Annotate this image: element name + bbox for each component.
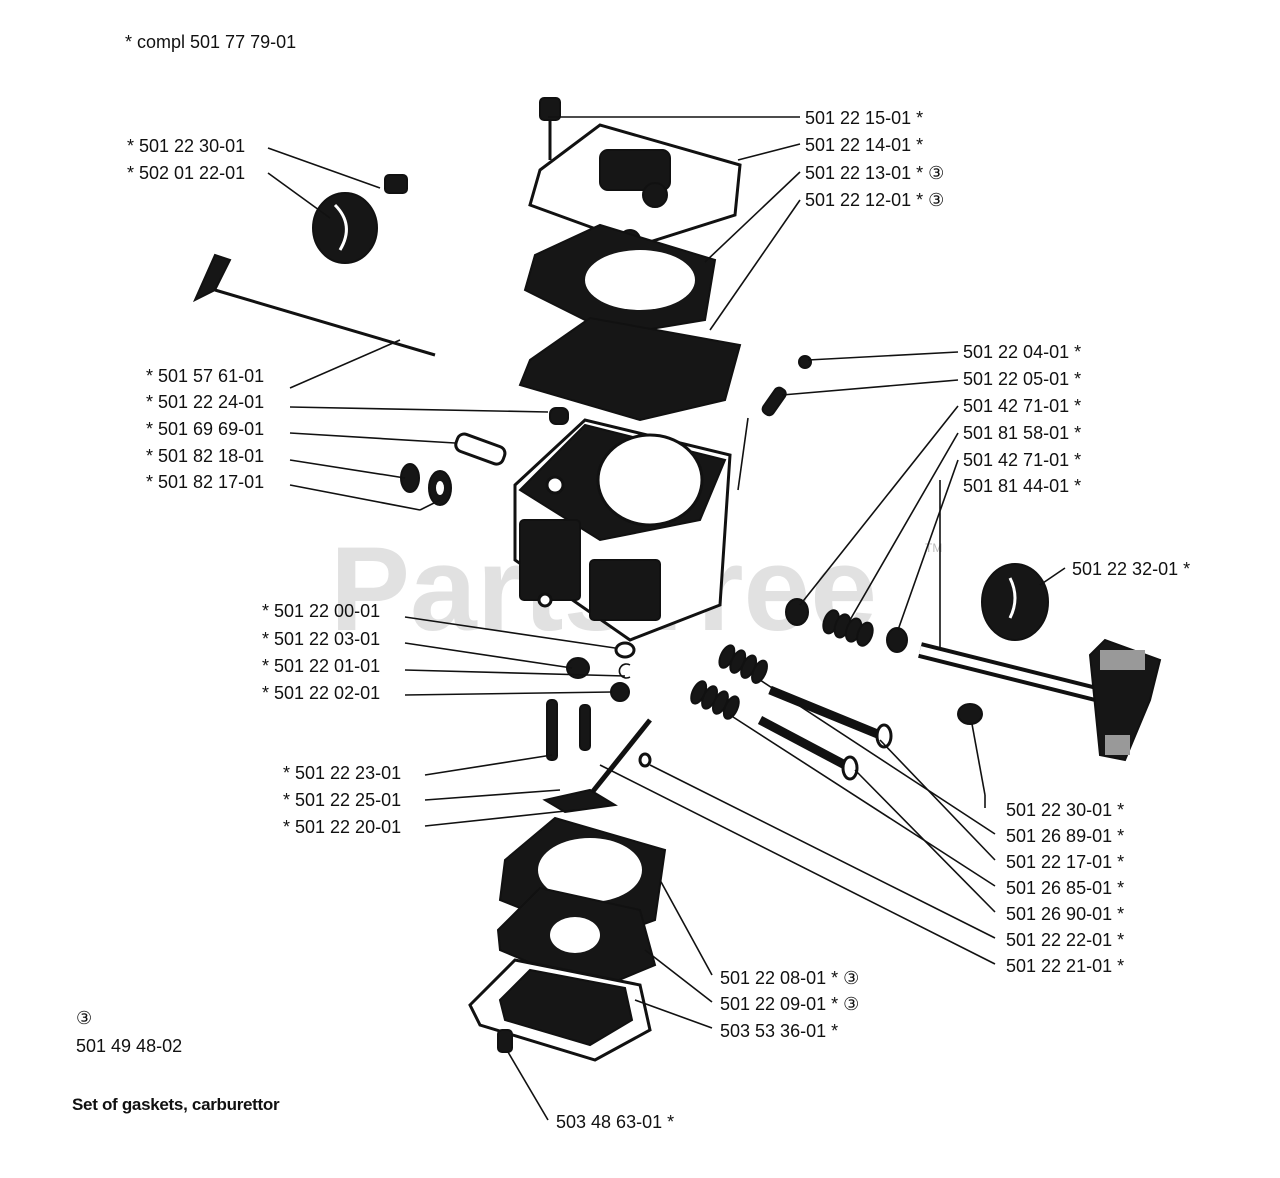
label-nut: * 501 22 02-01 <box>262 683 380 703</box>
label-metering-diaphragm: 501 22 09-01 * ③ <box>720 994 859 1014</box>
label-seal-2: * 501 82 17-01 <box>146 472 264 492</box>
label-spring-b: 501 26 89-01 * <box>1006 826 1124 846</box>
leader-lines <box>267 116 1066 1121</box>
gasket-set-symbol: ③ <box>76 1008 92 1028</box>
label-spring-a: 501 81 58-01 * <box>963 423 1081 443</box>
gasket-set-number: 501 49 48-02 <box>76 1036 182 1056</box>
label-lever-spring: 501 22 21-01 * <box>1006 956 1124 976</box>
label-metering-cover: 503 53 36-01 * <box>720 1021 838 1041</box>
label-clip: * 501 22 01-01 <box>262 656 380 676</box>
label-washer-b: 501 42 71-01 * <box>963 450 1081 470</box>
label-metering-gasket: 501 22 08-01 * ③ <box>720 968 859 988</box>
label-pump-diaphragm: 501 22 13-01 * ③ <box>805 163 944 183</box>
label-choke-shaft: * 501 57 61-01 <box>146 366 264 386</box>
label-throttle-shaft: 501 81 44-01 * <box>963 476 1081 496</box>
gasket-set-title: Set of gaskets, carburettor <box>72 1095 280 1114</box>
label-plug-3: * 501 22 03-01 <box>262 629 380 649</box>
label-spring-c: 501 26 85-01 * <box>1006 878 1124 898</box>
label-washer-a: 501 42 71-01 * <box>963 396 1081 416</box>
label-plug-1: * 501 22 24-01 <box>146 392 264 412</box>
label-needle-h: 501 22 17-01 * <box>1006 852 1124 872</box>
label-pump-cover: 501 22 14-01 * <box>805 135 923 155</box>
part-labels: 501 22 15-01 * 501 22 14-01 * 501 22 13-… <box>127 108 1190 1132</box>
label-choke-screw: * 501 22 30-01 <box>127 136 245 156</box>
label-needle-l: 501 26 90-01 * <box>1006 904 1124 924</box>
label-lever-screw: 501 22 22-01 * <box>1006 930 1124 950</box>
label-small-ball: 501 22 04-01 * <box>963 342 1081 362</box>
label-lever: * 501 22 25-01 <box>283 790 401 810</box>
label-small-spring: 501 22 05-01 * <box>963 369 1081 389</box>
label-pump-gasket: 501 22 12-01 * ③ <box>805 190 944 210</box>
label-lever-pin: * 501 22 20-01 <box>283 817 401 837</box>
label-plug-2: * 501 69 69-01 <box>146 419 264 439</box>
kit-note: * compl 501 77 79-01 <box>125 32 296 52</box>
watermark-tm: TM <box>925 541 942 555</box>
label-oring: * 501 22 00-01 <box>262 601 380 621</box>
label-cover-screw: 503 48 63-01 * <box>556 1112 674 1132</box>
label-top-screw: 501 22 15-01 * <box>805 108 923 128</box>
label-needle-valve: * 501 22 23-01 <box>283 763 401 783</box>
label-throttle-plate: 501 22 32-01 * <box>1072 559 1190 579</box>
label-throttle-screw: 501 22 30-01 * <box>1006 800 1124 820</box>
label-choke-washer: * 502 01 22-01 <box>127 163 245 183</box>
label-seal-1: * 501 82 18-01 <box>146 446 264 466</box>
